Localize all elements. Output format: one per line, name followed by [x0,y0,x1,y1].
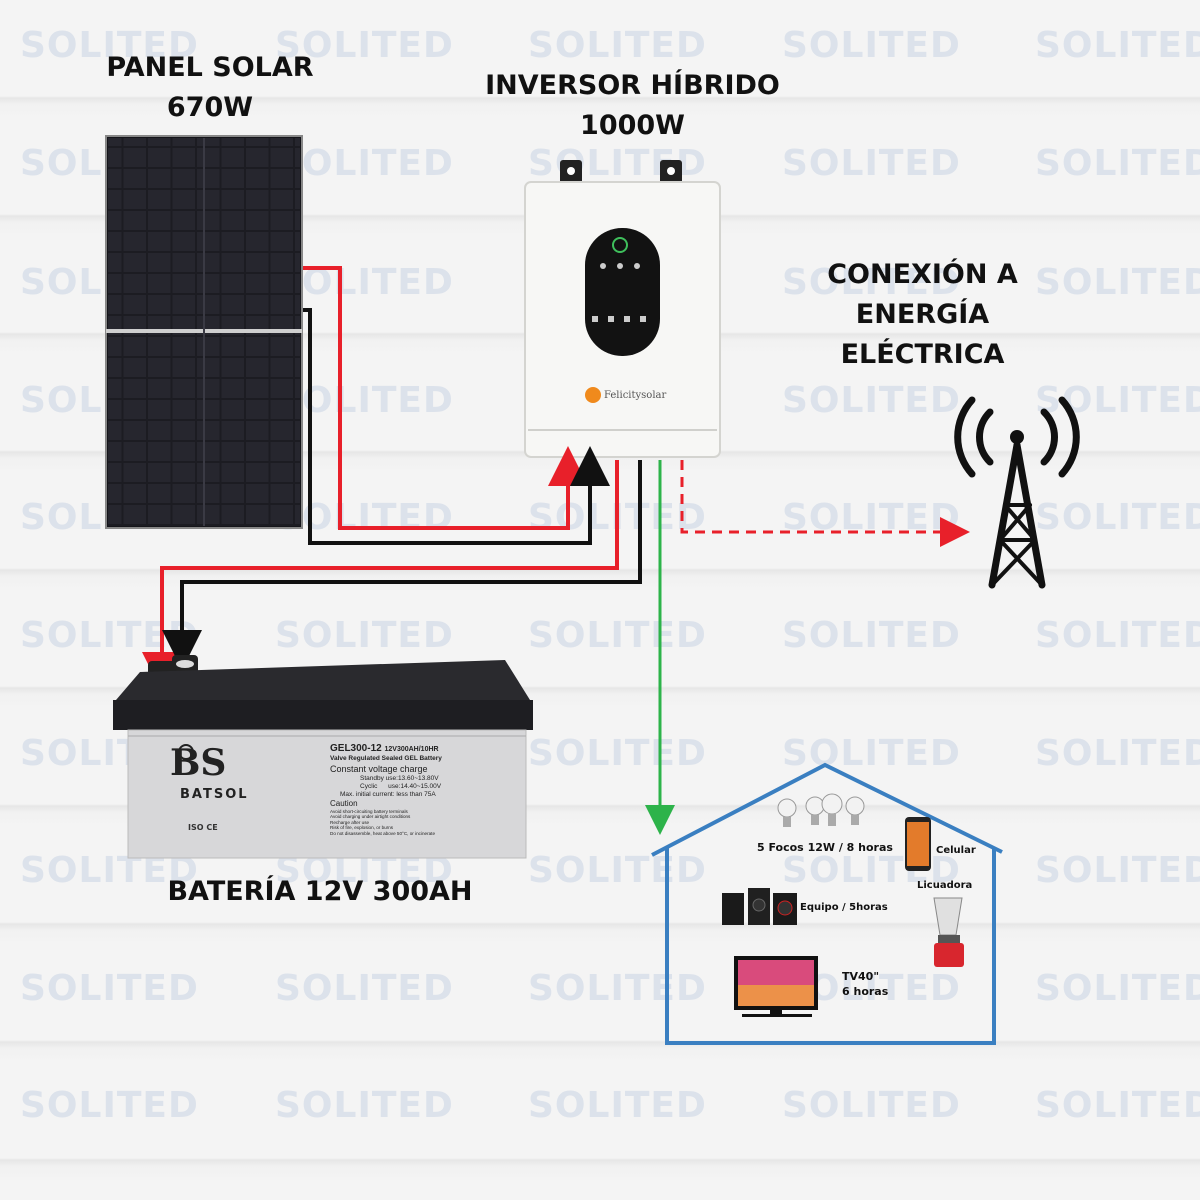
watermark-text: SOLITED [782,1085,961,1126]
inverter-brand: Felicitysolar [604,390,667,401]
battery-type: Valve Regulated Sealed GEL Battery [330,755,442,762]
inverter-title-line1: INVERSOR HÍBRIDO [485,70,780,101]
battery-charge-title: Constant voltage charge [330,764,428,774]
focos-label: 5 Focos 12W / 8 horas [757,841,893,854]
battery-caution-line: Avoid short-circuiting battery terminals [330,809,408,814]
watermark-text: SOLITED [20,1085,199,1126]
battery-caution-line: Recharge after use [330,819,370,825]
tv-label-line2: 6 horas [842,985,889,998]
inverter-image [524,160,721,458]
battery-max-current: Max. initial current: less than 75A [340,791,436,798]
watermark-text: SOLITED [528,1085,707,1126]
tv-label: TV40" 6 horas [842,969,888,999]
watermark-text: SOLITED [275,380,454,421]
watermark-text: SOLITED [20,25,199,66]
watermark-text: SOLITED [528,850,707,891]
tv-icon [734,956,818,1017]
battery-logo: BS [170,742,227,784]
watermark-text: SOLITED [275,968,454,1009]
solar-panel-image [105,135,303,529]
watermark-text: SOLITED [1035,25,1200,66]
battery-caution-title: Caution [330,799,358,808]
watermark-text: SOLITED [528,968,707,1009]
house-outline [651,762,1003,1045]
phone-icon [905,817,931,871]
battery-model: GEL300-12 [330,743,382,754]
watermark-text: SOLITED [1035,968,1200,1009]
tv-label-line1: TV40" [842,970,880,983]
watermark-text: SOLITED [275,497,454,538]
battery-standby: Standby use:13.60~13.80V [360,775,439,782]
battery-positive-wire [142,460,619,692]
battery-brand: BATSOL [180,787,249,802]
watermark-text: SOLITED [1035,733,1200,774]
battery-negative-wire [162,460,642,670]
blender-icon [933,897,964,967]
watermark-text: SOLITED [1035,615,1200,656]
panel-negative-wire [303,308,610,545]
watermark-text: SOLITED [20,968,199,1009]
watermark-text: SOLITED [275,615,454,656]
licuadora-label: Licuadora [917,880,973,891]
watermark-text: SOLITED [1035,850,1200,891]
battery-caution-list: Avoid short-circuiting battery terminals… [330,809,520,836]
sound-system-icon [722,888,797,925]
watermark-text: SOLITED [528,733,707,774]
battery-spec-block: GEL300-12 12V300AH/10HR Valve Regulated … [330,743,520,836]
grid-title-line3: ELÉCTRICA [840,339,1005,370]
grid-title: CONEXIÓN A ENERGÍA ELÉCTRICA [800,255,1045,375]
watermark-text: SOLITED [275,143,454,184]
grid-title-line2: ENERGÍA [855,299,990,330]
wiring [142,266,970,835]
watermark-text: SOLITED [782,733,961,774]
inverter-title: INVERSOR HÍBRIDO 1000W [470,66,795,146]
watermark-text: SOLITED [782,615,961,656]
watermark-text: SOLITED [1035,497,1200,538]
watermark-text: SOLITED [782,262,961,303]
tower-icon [954,396,1080,589]
watermark-text: SOLITED [528,615,707,656]
watermark-text: SOLITED [275,25,454,66]
watermark-text: SOLITED [782,25,961,66]
watermark-text: SOLITED [1035,143,1200,184]
battery-rating: 12V300AH/10HR [384,746,439,753]
panel-title: PANEL SOLAR 670W [80,48,340,128]
watermark-text: SOLITED [1035,262,1200,303]
battery-caution-line: Do not disassemble, heat above 50°C, or … [330,830,436,836]
watermark-text: SOLITED [782,143,961,184]
panel-title-line2: 670W [166,92,254,123]
watermark-text: SOLITED [275,1085,454,1126]
grid-wire [680,460,970,547]
battery-certs: ISO CE [188,823,218,832]
battery-title: BATERÍA 12V 300AH [167,876,473,907]
equipo-label: Equipo / 5horas [800,902,888,913]
battery-cyclic: Cyclic use:14.40~15.00V [360,783,442,790]
celular-label: Celular [936,845,976,856]
panel-positive-wire [303,266,588,530]
watermark-text: SOLITED [1035,1085,1200,1126]
battery-caution-line: Risk of fire, explosion, or burns [330,825,394,831]
inverter-title-line2: 1000W [580,110,685,141]
watermark-text: SOLITED [782,380,961,421]
battery-image [113,655,533,859]
grid-title-line1: CONEXIÓN A [827,259,1018,290]
watermark-text: SOLITED [528,25,707,66]
battery-caution-line: Avoid charging under airtight conditions [330,814,411,820]
panel-title-line1: PANEL SOLAR [106,52,314,83]
bulbs-icon [777,793,865,827]
